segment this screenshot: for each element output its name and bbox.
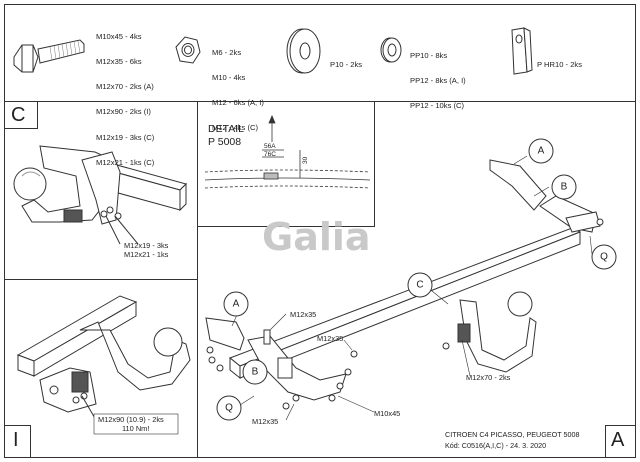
svg-text:B: B — [252, 367, 259, 378]
detail-dim-56a: 56A — [264, 143, 276, 150]
callout-a-left: A — [223, 291, 249, 317]
bracket-list: P HR10 - 2ks — [537, 44, 582, 78]
label-m12x35-bot: M12x35 — [252, 417, 278, 426]
washer-pp-item: PP12 - 10ks (C) — [410, 101, 465, 111]
label-m12x35-top: M12x35 — [290, 310, 316, 319]
bolts-list: M10x45 - 4ks M12x35 - 6ks M12x70 - 2ks (… — [96, 16, 154, 176]
nut-drawing — [175, 36, 201, 64]
spring-washer-drawing — [380, 37, 402, 63]
label-m10x45: M10x45 — [374, 409, 400, 418]
galia-watermark: Galia — [262, 215, 371, 259]
bolts-list-item: M12x21 - 1ks (C) — [96, 157, 155, 167]
bolt-drawing — [13, 39, 85, 73]
callout-a-top: A — [528, 138, 554, 164]
label-m12x35-mid: M12x35 — [317, 334, 343, 343]
nuts-list-item: M10 - 4ks — [212, 73, 246, 83]
detail-dim-30: 30 — [302, 156, 309, 164]
callout-q-right: Q — [591, 244, 617, 270]
callout-c-main: C — [407, 272, 433, 298]
panel-i-label-box — [93, 413, 179, 435]
nuts-list-item: M12 - 4ks (C) — [212, 123, 258, 133]
panel-i-letter: I — [13, 429, 19, 451]
bolts-list-item: M12x90 - 2ks (I) — [96, 107, 151, 117]
hr-bracket-drawing — [511, 27, 533, 75]
large-washer-drawing — [286, 28, 321, 74]
callout-q-left: Q — [216, 395, 242, 421]
panel-i-label-1: M12x90 (10.9) - 2ks — [98, 415, 164, 424]
detail-dim-76c: 76C — [264, 151, 276, 158]
nuts-list-item: M12 - 6ks (A, I) — [212, 98, 264, 108]
svg-text:B: B — [561, 182, 568, 193]
bolts-list-item: M12x70 - 2ks (A) — [96, 82, 154, 92]
callout-b-top: B — [551, 174, 577, 200]
svg-text:A: A — [233, 299, 240, 310]
footer-vehicle: CITROEN C4 PICASSO, PEUGEOT 5008 — [445, 430, 579, 439]
washer-pp-list: PP10 - 8ks PP12 - 8ks (A, I) PP12 - 10ks… — [410, 35, 466, 119]
detail-title-2: P 5008 — [208, 136, 241, 148]
nuts-list: M6 - 2ks M10 - 4ks M12 - 6ks (A, I) M12 … — [212, 32, 264, 141]
washer-p-item: P10 - 2ks — [330, 59, 363, 69]
bolts-list-item: M10x45 - 4ks — [96, 31, 142, 41]
detail-view — [204, 114, 371, 189]
panel-a-letter: A — [611, 429, 625, 451]
main-assembly — [205, 159, 604, 410]
callout-b-left: B — [242, 359, 268, 385]
footer-code: Kód: C0516(A,I,C) - 24. 3. 2020 — [445, 441, 546, 450]
panel-c-letter: C — [11, 104, 26, 126]
washer-p-list: P10 - 2ks — [330, 44, 362, 78]
svg-text:Q: Q — [600, 252, 608, 263]
svg-text:C: C — [416, 280, 423, 291]
nuts-list-item: M6 - 2ks — [212, 47, 242, 57]
bracket-item: P HR10 - 2ks — [537, 59, 583, 69]
label-m12x70: M12x70 - 2ks — [466, 373, 511, 382]
bolts-list-item: M12x35 - 6ks — [96, 57, 142, 67]
panel-i-hitch — [16, 295, 191, 421]
washer-pp-item: PP12 - 8ks (A, I) — [410, 76, 466, 86]
washer-pp-item: PP10 - 8ks — [410, 50, 448, 60]
svg-text:A: A — [538, 146, 545, 157]
svg-text:Q: Q — [225, 403, 233, 414]
bolts-list-item: M12x19 - 3ks (C) — [96, 132, 155, 142]
panel-c-hitch — [13, 145, 187, 245]
frame-lines — [4, 4, 636, 458]
detail-title-1: DETAIL — [208, 123, 244, 135]
panel-c-label-2: M12x21 - 1ks — [124, 250, 169, 259]
panel-i-label-2: 110 Nm! — [122, 424, 149, 433]
panel-c-label-1: M12x19 - 3ks — [124, 241, 169, 250]
